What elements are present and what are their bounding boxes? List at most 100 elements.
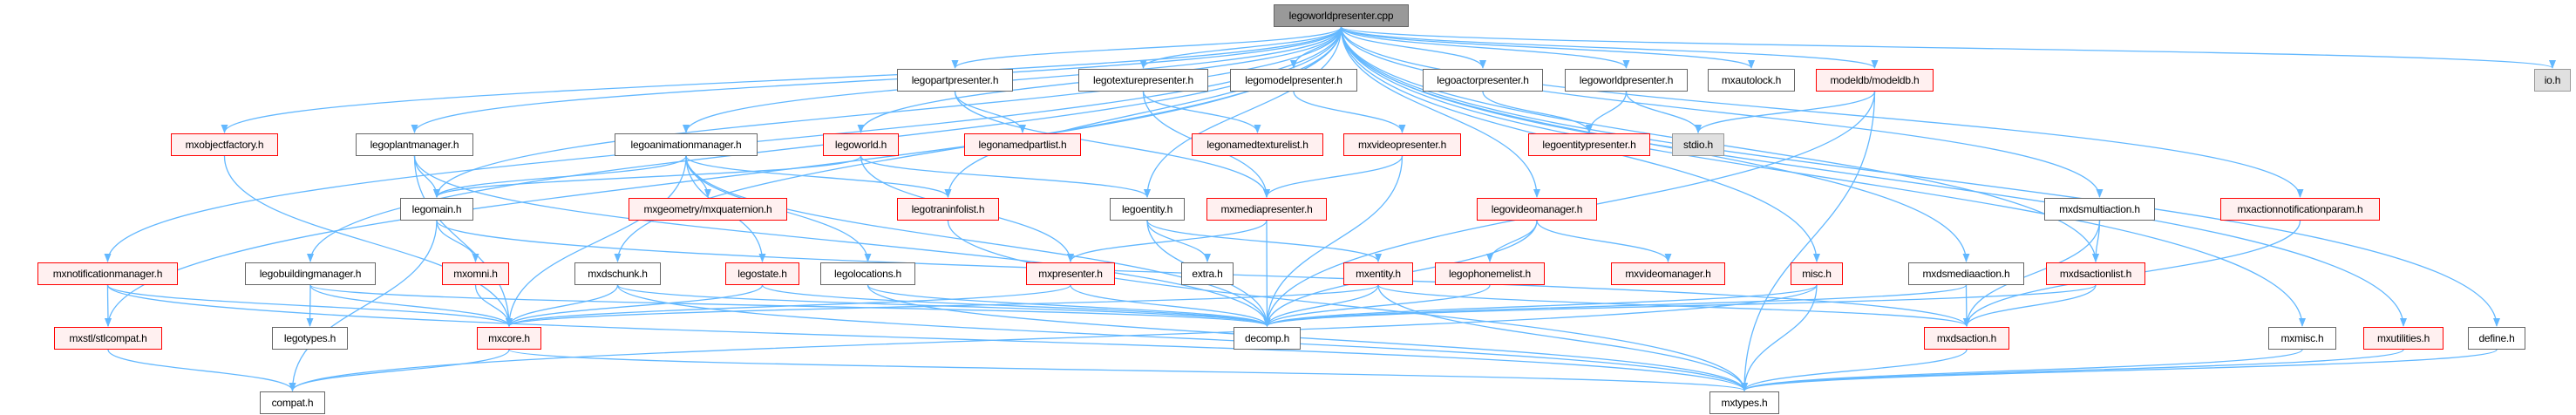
node-mxmisc[interactable]: mxmisc.h bbox=[2268, 327, 2336, 350]
edge-mxcore-to-mxtypes bbox=[508, 349, 1748, 391]
node-io[interactable]: io.h bbox=[2534, 69, 2571, 92]
node-stdio[interactable]: stdio.h bbox=[1672, 133, 1724, 156]
node-mxdsactionlist[interactable]: mxdsactionlist.h bbox=[2046, 262, 2145, 285]
node-legoanimationmanager[interactable]: legoanimationmanager.h bbox=[615, 133, 758, 156]
edge-legoworldpresenterh-to-legoentitypresenter bbox=[1586, 91, 1628, 133]
edge-modeldb-to-mxtypes bbox=[1741, 91, 1876, 391]
node-legoplantmanager[interactable]: legoplantmanager.h bbox=[356, 133, 473, 156]
edge-mxdsactionlist-to-mxdsaction bbox=[1963, 284, 2097, 327]
node-legotexturepresenter[interactable]: legotexturepresenter.h bbox=[1078, 69, 1208, 92]
node-mxautolock[interactable]: mxautolock.h bbox=[1708, 69, 1795, 92]
node-legotraninfolist[interactable]: legotraninfolist.h bbox=[897, 198, 999, 221]
edge-mxobjectfactory-to-mxcore bbox=[223, 155, 513, 327]
edge-legobuildingmanager-to-mxcore bbox=[309, 284, 513, 327]
node-define[interactable]: define.h bbox=[2468, 327, 2525, 350]
edge-root-to-mxutilities bbox=[1340, 26, 2407, 327]
node-legovideomanager[interactable]: legovideomanager.h bbox=[1477, 198, 1597, 221]
node-mxdsmediaaction[interactable]: mxdsmediaaction.h bbox=[1908, 262, 2024, 285]
node-mxentity[interactable]: mxentity.h bbox=[1343, 262, 1413, 285]
edge-mxdsaction-to-mxtypes bbox=[1741, 349, 1968, 391]
node-legophonemelist[interactable]: legophonemelist.h bbox=[1435, 262, 1545, 285]
node-mxomni[interactable]: mxomni.h bbox=[442, 262, 509, 285]
edge-legostate-to-decomp bbox=[761, 284, 1271, 327]
node-mxdsaction[interactable]: mxdsaction.h bbox=[1924, 327, 2009, 350]
node-stlcompat[interactable]: mxstl/stlcompat.h bbox=[54, 327, 162, 350]
edge-mxnotificationmanager-to-stlcompat bbox=[104, 284, 112, 327]
edge-mxmediapresenter-to-mxpresenter bbox=[1067, 220, 1268, 262]
edge-root-to-define bbox=[1340, 26, 2500, 327]
node-legomodelpresenter[interactable]: legomodelpresenter.h bbox=[1230, 69, 1357, 92]
node-legostate[interactable]: legostate.h bbox=[725, 262, 799, 285]
edge-legolocations-to-mxtypes bbox=[867, 284, 1748, 391]
node-extra[interactable]: extra.h bbox=[1181, 262, 1234, 285]
edge-root-to-legoentity bbox=[1144, 26, 1342, 198]
edge-legotraninfolist-to-mxtypes bbox=[947, 220, 1748, 391]
edge-mxmisc-to-mxtypes bbox=[1741, 349, 2303, 391]
node-root[interactable]: legoworldpresenter.cpp bbox=[1274, 4, 1409, 27]
edge-root-to-modeldb bbox=[1340, 26, 1879, 69]
edge-legopartpresenter-to-legonamedpartlist bbox=[954, 91, 1026, 133]
node-legoactorpresenter[interactable]: legoactorpresenter.h bbox=[1423, 69, 1543, 92]
edge-root-to-legomain bbox=[433, 26, 1342, 198]
edge-legoanimationmanager-to-legomain bbox=[433, 155, 687, 198]
edge-mxentity-to-mxcore bbox=[506, 284, 1379, 327]
node-mxdschunk[interactable]: mxdschunk.h bbox=[574, 262, 661, 285]
edge-mxdsmultiaction-to-mxdsaction bbox=[1963, 220, 2101, 327]
node-mxmediapresenter[interactable]: mxmediapresenter.h bbox=[1206, 198, 1327, 221]
node-legonamedtexturelist[interactable]: legonamedtexturelist.h bbox=[1192, 133, 1323, 156]
node-mxutilities[interactable]: mxutilities.h bbox=[2363, 327, 2443, 350]
node-legoentity[interactable]: legoentity.h bbox=[1110, 198, 1185, 221]
node-mxactionnotificationparam[interactable]: mxactionnotificationparam.h bbox=[2220, 198, 2380, 221]
edge-legoanimationmanager-to-legotraninfolist bbox=[685, 155, 952, 198]
node-legotypes[interactable]: legotypes.h bbox=[272, 327, 348, 350]
node-decomp[interactable]: decomp.h bbox=[1234, 327, 1301, 350]
edge-root-to-mxdsmultiaction bbox=[1340, 26, 2104, 198]
node-mxnotificationmanager[interactable]: mxnotificationmanager.h bbox=[37, 262, 178, 285]
edge-mxdsmediaaction-to-mxdsaction bbox=[1962, 284, 1970, 327]
node-mxpresenter[interactable]: mxpresenter.h bbox=[1026, 262, 1115, 285]
node-modeldb[interactable]: modeldb/modeldb.h bbox=[1816, 69, 1934, 92]
node-mxtypes[interactable]: mxtypes.h bbox=[1709, 391, 1779, 414]
edge-mxnotificationmanager-to-mxcore bbox=[106, 284, 513, 327]
edge-mxdschunk-to-mxtypes bbox=[616, 284, 1748, 391]
node-legonamedpartlist[interactable]: legonamedpartlist.h bbox=[964, 133, 1081, 156]
edge-legoanimationmanager-to-decomp bbox=[685, 155, 1271, 327]
edge-root-to-legoplantmanager bbox=[411, 26, 1342, 133]
edge-legoactorpresenter-to-legoentitypresenter bbox=[1482, 91, 1593, 133]
node-mxquaternion[interactable]: mxgeometry/mxquaternion.h bbox=[629, 198, 787, 221]
edge-root-to-legoanimationmanager bbox=[683, 26, 1342, 133]
node-legomain[interactable]: legomain.h bbox=[400, 198, 473, 221]
node-mxvideopresenter[interactable]: mxvideopresenter.h bbox=[1343, 133, 1461, 156]
node-legoworld[interactable]: legoworld.h bbox=[823, 133, 899, 156]
node-misc[interactable]: misc.h bbox=[1791, 262, 1843, 285]
edge-legovideomanager-to-mxvideomanager bbox=[1536, 220, 1672, 262]
node-legolocations[interactable]: legolocations.h bbox=[820, 262, 915, 285]
edge-legoplantmanager-to-mxcore bbox=[413, 155, 513, 327]
edge-legopartpresenter-to-mxmediapresenter bbox=[954, 91, 1270, 198]
node-legoentitypresenter[interactable]: legoentitypresenter.h bbox=[1528, 133, 1650, 156]
node-mxobjectfactory[interactable]: mxobjectfactory.h bbox=[171, 133, 278, 156]
edge-misc-to-decomp bbox=[1263, 284, 1818, 327]
node-mxvideomanager[interactable]: mxvideomanager.h bbox=[1611, 262, 1725, 285]
edge-legotexturepresenter-to-legonamedtexturelist bbox=[1142, 91, 1261, 133]
node-legobuildingmanager[interactable]: legobuildingmanager.h bbox=[245, 262, 376, 285]
edge-root-to-io bbox=[1340, 26, 2556, 69]
node-compat[interactable]: compat.h bbox=[260, 391, 325, 414]
node-legoworldpresenterh[interactable]: legoworldpresenter.h bbox=[1565, 69, 1688, 92]
edge-root-to-mxmisc bbox=[1340, 26, 2306, 327]
node-mxcore[interactable]: mxcore.h bbox=[477, 327, 541, 350]
edge-define-to-mxtypes bbox=[1741, 349, 2498, 391]
edge-legoworld-to-legomain bbox=[433, 155, 862, 198]
edge-root-to-legotexturepresenter bbox=[1139, 26, 1342, 69]
edge-misc-to-compat bbox=[289, 284, 1818, 391]
edge-root-to-mxobjectfactory bbox=[221, 26, 1342, 133]
edge-mxdsactionlist-to-decomp bbox=[1263, 284, 2097, 327]
node-mxdsmultiaction[interactable]: mxdsmultiaction.h bbox=[2044, 198, 2155, 221]
edge-mxvideopresenter-to-mxmediapresenter bbox=[1263, 155, 1404, 198]
edge-legomodelpresenter-to-mxvideopresenter bbox=[1293, 91, 1406, 133]
edge-mxentity-to-decomp bbox=[1263, 284, 1379, 327]
edge-root-to-legoworldpresenterh bbox=[1340, 26, 1630, 69]
node-legopartpresenter[interactable]: legopartpresenter.h bbox=[897, 69, 1013, 92]
edge-legostate-to-mxcore bbox=[506, 284, 764, 327]
